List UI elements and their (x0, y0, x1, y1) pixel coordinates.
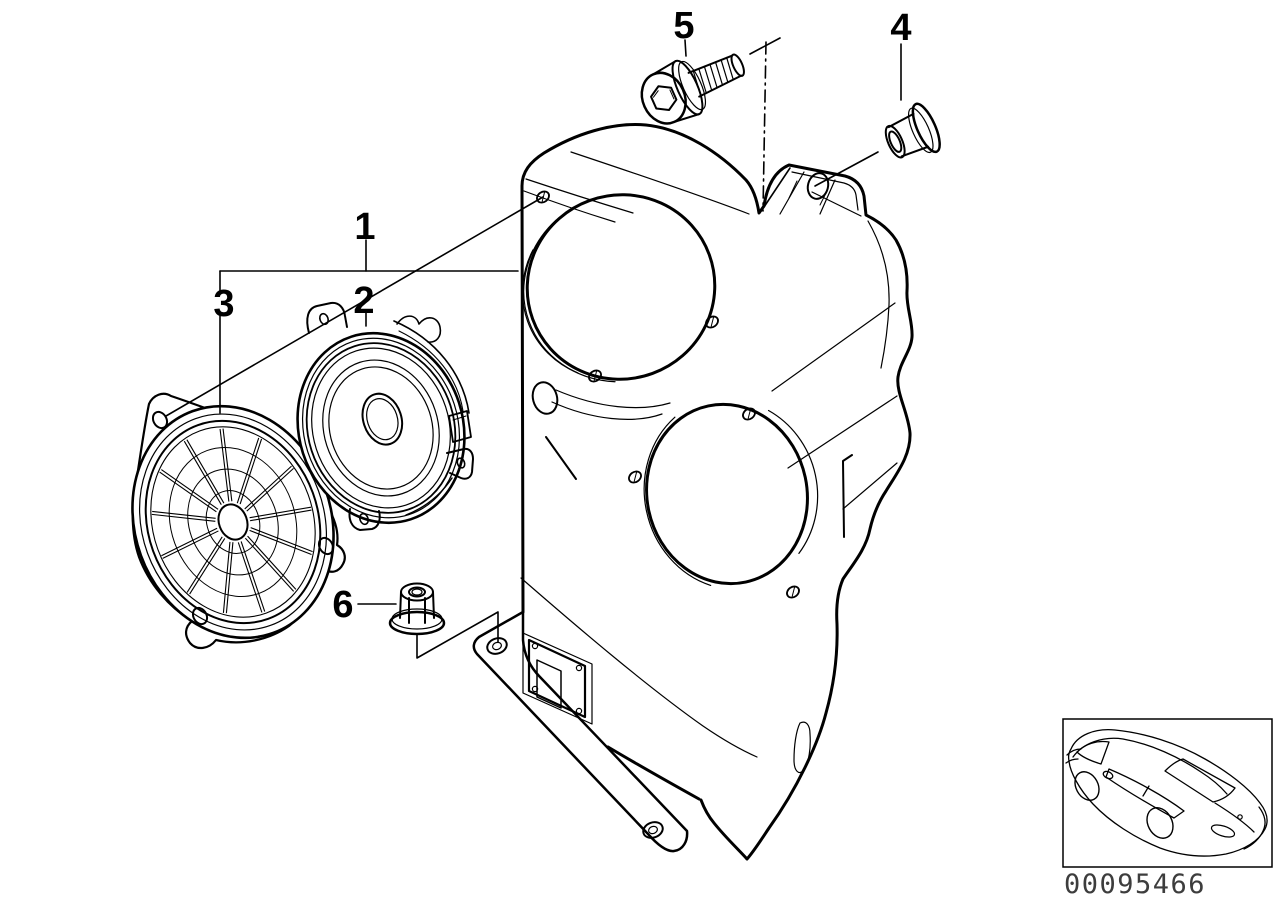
grille-spokes (151, 428, 313, 614)
callout-3: 3 (213, 283, 234, 325)
callout-6: 6 (332, 584, 353, 626)
speaker-driver-drawing (296, 301, 474, 531)
subwoofer-housing-drawing (472, 123, 914, 861)
housing-screw-holes (536, 190, 800, 599)
bushing-drawing (884, 102, 941, 159)
nut-drawing (388, 582, 446, 636)
grille-dome (131, 404, 335, 640)
housing-connector (522, 632, 593, 725)
assembly-line-screw-dashdot (762, 41, 767, 212)
callout-4: 4 (890, 7, 911, 49)
part-number: 00095466 (1064, 869, 1206, 900)
housing-bottom-flange (472, 610, 689, 853)
housing-top-bracket (763, 167, 862, 217)
callout-1: 1 (354, 206, 375, 248)
assembly-line-screw (749, 37, 781, 55)
car-thumbnail-box: 00095466 (1062, 718, 1273, 900)
housing-bottom-opening (643, 402, 819, 586)
leader-lines (165, 37, 902, 659)
assembly-line-nut (416, 611, 499, 659)
assembly-line-grille-to-housing (165, 196, 544, 417)
housing-top-opening (521, 193, 717, 383)
callout-5: 5 (673, 5, 694, 47)
car-icon (1065, 729, 1268, 857)
assembly-line-bushing (814, 151, 879, 187)
speaker-grille-drawing (131, 392, 346, 650)
screw-drawing (640, 53, 745, 125)
callout-2: 2 (353, 280, 374, 322)
